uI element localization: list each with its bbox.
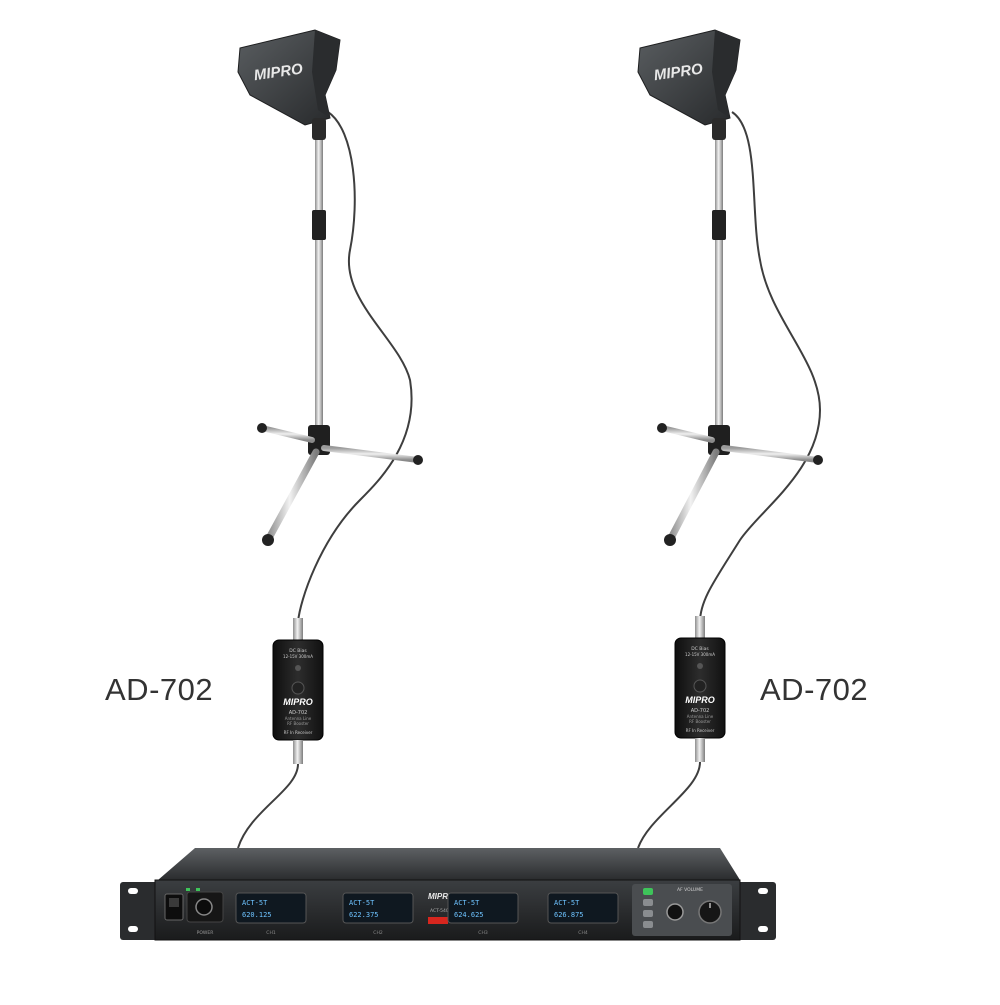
right-stand-tripod xyxy=(657,423,823,546)
right-booster-desc1: Antenna Line xyxy=(687,714,714,719)
left-booster-dc-spec: 12-15V 300mA xyxy=(283,654,313,659)
right-booster-desc2: RF Booster xyxy=(689,719,711,724)
ch2-lcd-line1: ACT-5T xyxy=(349,899,375,907)
channel-2-display: ACT-5T 622.375 CH2 xyxy=(342,892,414,936)
ch2-label: CH2 xyxy=(373,930,383,936)
ch2-lcd-line2: 622.375 xyxy=(349,911,379,919)
right-stand-pole xyxy=(715,140,723,430)
right-antenna-mount xyxy=(712,118,726,140)
phones-jack[interactable] xyxy=(666,903,684,921)
left-stand-tripod xyxy=(257,423,423,546)
receiver-red-badge xyxy=(428,917,448,924)
channel-4-display: ACT-5T 626.875 CH4 xyxy=(547,892,619,936)
volume-knob[interactable] xyxy=(698,900,722,924)
right-booster-dc-spec: 12-15V 300mA xyxy=(685,652,715,657)
left-receiver-cable xyxy=(237,763,299,849)
rack-ear-right xyxy=(736,882,776,940)
left-ad702-booster: DC Bias 12-15V 300mA MIPRO AD-702 Antenn… xyxy=(272,618,324,764)
ch3-lcd-line1: ACT-5T xyxy=(454,899,480,907)
receiver-model: ACT-5400 xyxy=(430,908,452,914)
left-stand-clutch xyxy=(312,210,326,240)
receiver-logo: MIPRO xyxy=(428,892,455,901)
ch4-lcd-line2: 626.875 xyxy=(554,911,584,919)
ch4-label: CH4 xyxy=(578,930,588,936)
left-booster-desc1: Antenna Line xyxy=(285,716,312,721)
select-button-4[interactable] xyxy=(643,921,653,928)
left-booster-label: AD-702 xyxy=(105,672,214,707)
power-label: POWER xyxy=(197,930,214,936)
channel-1-display: ACT-5T 620.125 CH1 xyxy=(235,892,307,936)
right-booster-bottom: RF In Receiver xyxy=(686,728,715,733)
left-booster-logo: MIPRO xyxy=(283,697,313,707)
ch4-lcd-line1: ACT-5T xyxy=(554,899,580,907)
knob-label: AF VOLUME xyxy=(677,887,703,893)
ch1-lcd-line2: 620.125 xyxy=(242,911,272,919)
select-button-1[interactable] xyxy=(643,888,653,895)
left-antenna-mount xyxy=(312,118,326,140)
select-button-3[interactable] xyxy=(643,910,653,917)
ch1-lcd-line1: ACT-5T xyxy=(242,899,268,907)
right-ad702-booster: DC Bias 12-15V 300mA MIPRO AD-702 Antenn… xyxy=(674,616,726,762)
ch3-lcd-line2: 624.625 xyxy=(454,911,484,919)
left-booster-desc2: RF Booster xyxy=(287,721,309,726)
left-antenna-paddle: MIPRO xyxy=(237,29,341,126)
right-antenna-logo: MIPRO xyxy=(653,60,704,84)
right-booster-label: AD-702 xyxy=(760,672,869,707)
ch3-label: CH3 xyxy=(478,930,488,936)
right-antenna-cable xyxy=(699,111,822,623)
right-receiver-cable xyxy=(637,761,701,849)
right-booster-logo: MIPRO xyxy=(685,695,715,705)
ch1-label: CH1 xyxy=(266,930,276,936)
left-booster-dc-label: DC Bias xyxy=(289,648,307,654)
left-booster-model: AD-702 xyxy=(289,710,308,716)
left-booster-bottom: RF In Receiver xyxy=(284,730,313,735)
headphone-jack[interactable] xyxy=(195,898,213,916)
left-antenna-cable xyxy=(297,111,413,623)
right-antenna-paddle: MIPRO xyxy=(637,29,741,126)
select-button-2[interactable] xyxy=(643,899,653,906)
right-booster-model: AD-702 xyxy=(691,708,710,714)
channel-3-display: ACT-5T 624.625 CH3 xyxy=(447,892,519,936)
rack-ear-left xyxy=(120,882,160,940)
right-antenna-assembly: MIPRO DC Bias 12-15V 300mA MIPRO AD-702 … xyxy=(637,29,823,849)
left-antenna-assembly: MIPRO DC Bias 12-15V 300mA MIPRO AD-702 xyxy=(237,29,423,849)
right-stand-clutch xyxy=(712,210,726,240)
right-booster-dc-label: DC Bias xyxy=(691,646,709,652)
act-5400-receiver: POWER ACT-5T 620.125 CH1 ACT-5T 622.375 … xyxy=(120,848,776,941)
left-stand-pole xyxy=(315,140,323,430)
left-antenna-logo: MIPRO xyxy=(253,60,304,84)
